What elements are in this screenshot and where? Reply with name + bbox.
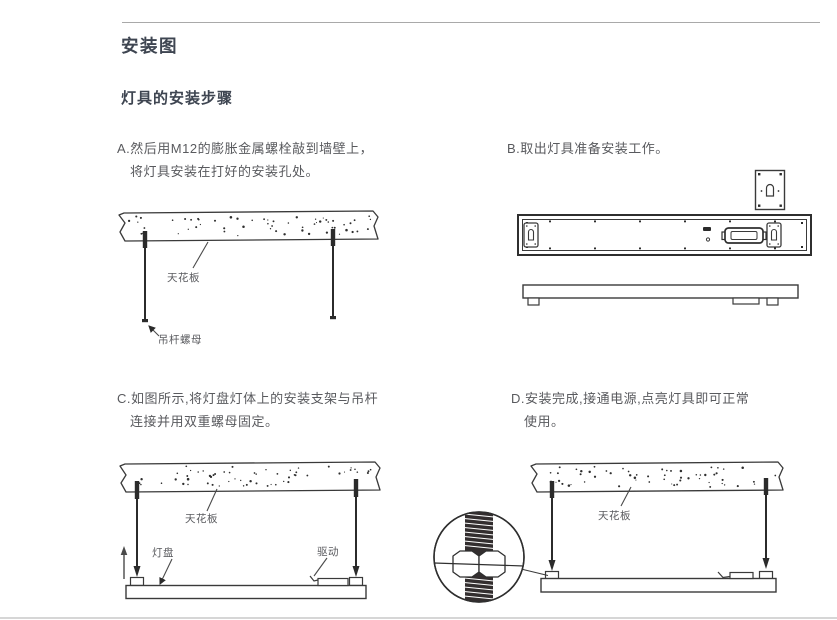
ceiling-speckles xyxy=(549,465,777,488)
diagram-step-d: 天花板 xyxy=(433,461,784,603)
magnifier-detail xyxy=(433,511,549,603)
diagram-step-b xyxy=(517,169,812,306)
ceiling-label: 天花板 xyxy=(185,512,218,525)
ceiling-slab xyxy=(118,210,379,242)
hanging-rod-left xyxy=(142,231,148,323)
step-a-text: A.然后用M12的膨胀金属螺栓敲到墙壁上， 将灯具安装在打好的安装孔处。 xyxy=(117,137,373,183)
driver-label-mark xyxy=(703,227,711,231)
diagram-step-c: 天花板 灯盘 驱动 xyxy=(119,461,381,600)
lamp-panel xyxy=(125,584,367,600)
top-divider xyxy=(122,22,820,23)
bottom-divider xyxy=(0,617,837,619)
ceiling-leader-line xyxy=(620,486,632,507)
step-d-line2: 使用。 xyxy=(524,414,565,429)
rod-nut-label: 吊杆螺母 xyxy=(158,333,202,346)
lamp-panel-label: 灯盘 xyxy=(152,546,174,559)
driver-leader-line xyxy=(313,557,328,577)
fixture-back-view xyxy=(517,214,812,256)
ceiling-label: 天花板 xyxy=(167,271,200,284)
hanging-rod-left xyxy=(544,481,560,580)
step-c-line1: C.如图所示,将灯盘灯体上的安装支架与吊杆 xyxy=(117,391,379,406)
mount-bracket-left xyxy=(523,222,539,248)
mount-bracket-right xyxy=(766,222,782,248)
step-d-text: D.安装完成,接通电源,点亮灯具即可正常 使用。 xyxy=(511,387,749,433)
step-a-line2: 将灯具安装在打好的安装孔处。 xyxy=(130,164,320,179)
double-nuts xyxy=(452,550,506,578)
screw-ticks xyxy=(526,220,803,250)
ceiling-label: 天花板 xyxy=(598,509,631,522)
rod-nut-leader-line xyxy=(148,325,160,337)
up-arrow xyxy=(120,546,128,579)
ceiling-leader-line xyxy=(192,241,209,269)
page-title: 安装图 xyxy=(121,36,178,56)
keyhole-slot xyxy=(765,183,775,197)
hanging-rod-right xyxy=(330,229,336,320)
step-a-line1: A.然后用M12的膨胀金属螺栓敲到墙壁上， xyxy=(117,141,374,156)
driver-box xyxy=(721,227,767,244)
lamp-panel-leader-line xyxy=(159,558,173,585)
driver-label: 驱动 xyxy=(317,546,339,558)
ceiling-slab xyxy=(530,461,784,493)
lamp-panel xyxy=(540,577,777,593)
threaded-rod-detail xyxy=(434,512,524,602)
fixture-side-view xyxy=(522,284,799,306)
driver-on-panel xyxy=(309,575,349,587)
step-c-text: C.如图所示,将灯盘灯体上的安装支架与吊杆 连接并用双重螺母固定。 xyxy=(117,387,378,433)
step-b-line1: B.取出灯具准备安装工作。 xyxy=(507,141,669,156)
step-b-text: B.取出灯具准备安装工作。 xyxy=(507,137,669,160)
diagram-step-a: 天花板 吊杆螺母 xyxy=(118,210,379,346)
hanging-rod-right xyxy=(348,479,364,587)
ceiling-slab xyxy=(119,461,381,493)
magnifier-leader-line xyxy=(520,568,549,577)
step-c-line2: 连接并用双重螺母固定。 xyxy=(130,414,279,429)
bracket-detail xyxy=(754,169,786,211)
hanging-rod-right xyxy=(758,478,774,580)
wiring-hole xyxy=(705,237,711,242)
ceiling-speckles xyxy=(127,215,372,237)
hanging-rod-left xyxy=(129,481,145,587)
step-d-line1: D.安装完成,接通电源,点亮灯具即可正常 xyxy=(511,391,750,406)
ceiling-leader-line xyxy=(206,488,218,512)
page-subtitle: 灯具的安装步骤 xyxy=(121,90,234,107)
driver-on-panel xyxy=(717,571,754,580)
ceiling-speckles xyxy=(138,465,372,487)
bracket-plate-line xyxy=(434,562,524,567)
